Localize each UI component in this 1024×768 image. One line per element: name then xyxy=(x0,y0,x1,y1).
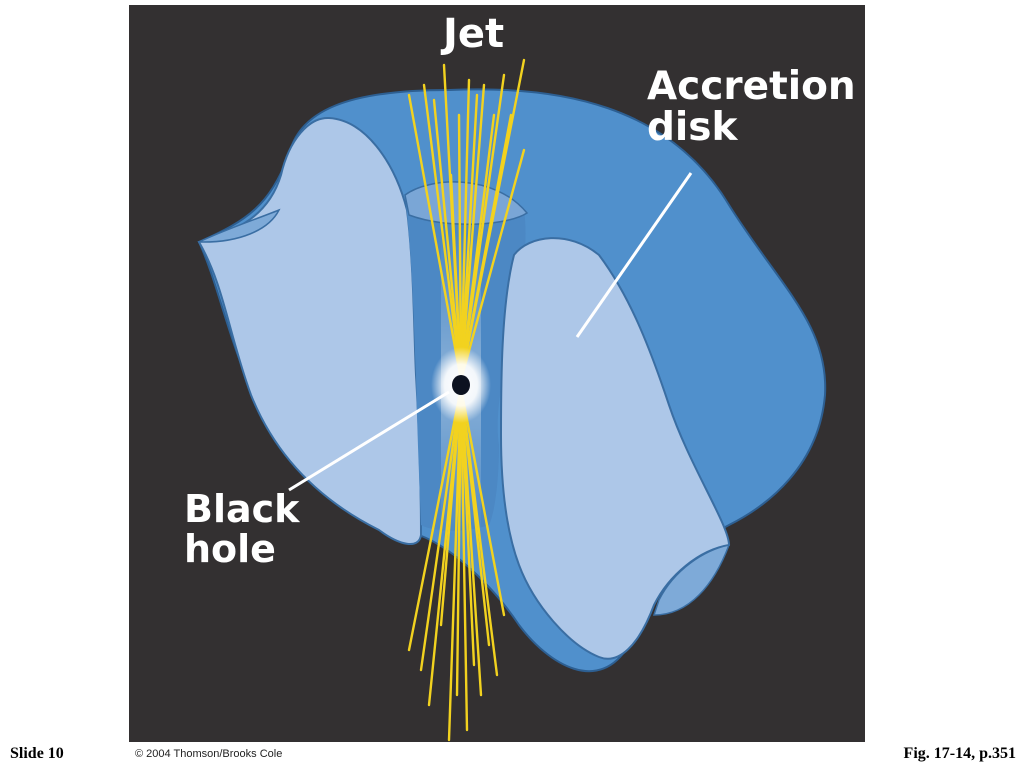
copyright-notice: © 2004 Thomson/Brooks Cole xyxy=(135,748,283,760)
slide-number: Slide 10 xyxy=(10,745,64,762)
jet-line xyxy=(449,173,463,382)
jet-line xyxy=(459,386,469,732)
jet-line xyxy=(459,386,499,677)
jet-label: Jet xyxy=(443,11,505,57)
black-hole xyxy=(452,375,470,395)
diagram-canvas xyxy=(197,58,827,742)
jet-line xyxy=(459,58,526,382)
jet-line xyxy=(457,113,463,382)
jet-line xyxy=(432,98,463,382)
jet-line xyxy=(439,386,463,627)
jet-line xyxy=(407,93,463,382)
jet-line xyxy=(459,78,471,382)
black-hole-label: Black hole xyxy=(184,487,300,571)
disk-left-tip xyxy=(198,208,281,243)
figure-reference: Fig. 17-14, p.351 xyxy=(903,745,1016,762)
disk-left-face xyxy=(197,116,423,545)
jet-line xyxy=(422,83,463,382)
jet-line xyxy=(459,386,506,617)
jet-line xyxy=(419,386,463,672)
disk-right-tip xyxy=(652,543,731,616)
jet-lines xyxy=(407,58,526,742)
jet-line xyxy=(455,386,463,697)
disk-right-face xyxy=(499,237,731,660)
jet-line xyxy=(407,386,463,652)
jet-line xyxy=(459,73,506,382)
jet-line xyxy=(459,83,486,382)
accretion-disk-figure: Jet Accretion disk Black hole xyxy=(129,5,865,742)
accretion-disk-label: Accretion disk xyxy=(647,64,856,150)
black-hole-pointer xyxy=(288,390,450,492)
jet-line xyxy=(447,386,463,742)
jet-line xyxy=(459,148,526,382)
accretion-disk-pointer xyxy=(575,172,693,338)
jet-line xyxy=(459,386,483,697)
